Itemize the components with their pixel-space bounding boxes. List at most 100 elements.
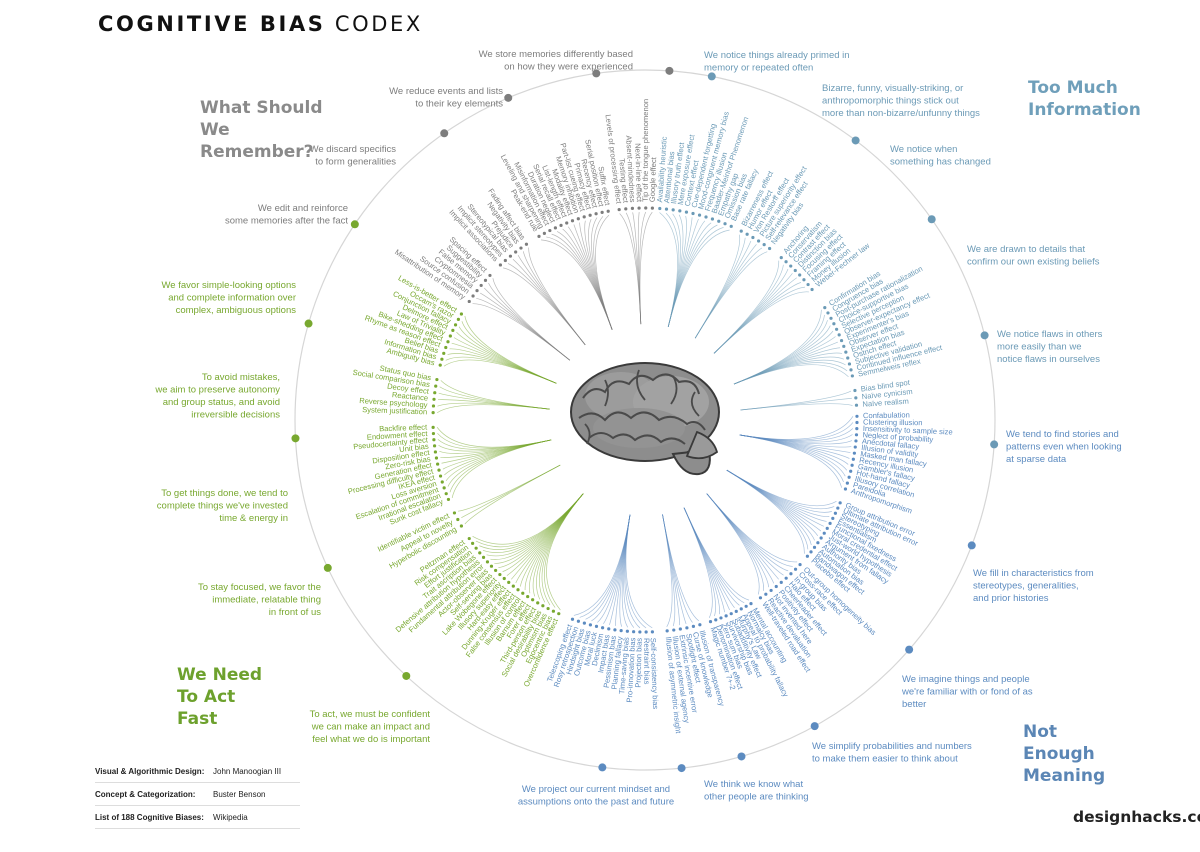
title-bold: COGNITIVE BIAS bbox=[98, 12, 326, 36]
bias-label: Tip of the tongue phenomenon bbox=[641, 99, 650, 202]
group-dot bbox=[440, 129, 449, 138]
credit-row: Concept & Categorization:Buster Benson bbox=[95, 783, 300, 806]
group-label-line: complex, ambiguous options bbox=[176, 305, 297, 316]
group-dot bbox=[323, 563, 332, 572]
group-dot bbox=[677, 764, 686, 773]
bias-dot bbox=[531, 598, 535, 602]
bias-dot bbox=[714, 618, 718, 622]
group-label-line: better bbox=[902, 699, 926, 710]
bias-dot bbox=[684, 210, 689, 214]
bias-dot bbox=[691, 624, 696, 628]
bias-label: Backfire effect bbox=[379, 423, 428, 434]
bias-dot bbox=[619, 629, 623, 633]
bias-dot bbox=[440, 357, 444, 361]
credit-key: Visual & Algorithmic Design: bbox=[95, 766, 205, 776]
bias-dot bbox=[519, 246, 523, 250]
bias-dot bbox=[758, 596, 763, 600]
group-dot bbox=[350, 220, 359, 229]
branch-line bbox=[464, 464, 561, 525]
branch-line bbox=[706, 493, 760, 595]
bias-dot bbox=[489, 564, 494, 568]
bias-dot bbox=[559, 223, 563, 227]
group-label-line: To get things done, we tend to bbox=[161, 488, 288, 499]
group-label-line: To stay focused, we favor the bbox=[198, 582, 321, 593]
bias-dot bbox=[637, 206, 641, 210]
branch-line bbox=[440, 380, 550, 410]
credit-value: Buster Benson bbox=[213, 789, 266, 799]
bias-dot bbox=[456, 517, 460, 522]
branch-line bbox=[532, 493, 584, 597]
bias-dot bbox=[502, 576, 506, 581]
group-label-line: We project our current mindset and bbox=[522, 784, 670, 795]
group-label-line: We store memories differently based bbox=[479, 49, 633, 60]
bias-dot bbox=[542, 231, 546, 235]
bias-dot bbox=[762, 243, 766, 247]
bias-dot bbox=[588, 623, 593, 627]
bias-dot bbox=[855, 420, 859, 425]
bias-label: Projection bias bbox=[634, 638, 644, 688]
group-dot bbox=[905, 645, 914, 654]
bias-dot bbox=[739, 229, 743, 233]
group-label-line: To avoid mistakes, bbox=[202, 372, 280, 383]
bias-dot bbox=[779, 255, 783, 260]
group-label-line: in front of us bbox=[269, 607, 322, 618]
branch-line bbox=[447, 353, 557, 384]
group-label-line: anthropomorphic things stick out bbox=[822, 96, 959, 107]
bias-dot bbox=[474, 546, 478, 550]
group-label-line: we can make an impact and bbox=[311, 722, 430, 733]
group-label-line: Bizarre, funny, visually-striking, or bbox=[822, 83, 963, 94]
bias-dot bbox=[854, 439, 858, 443]
group-dot bbox=[980, 331, 989, 340]
bias-dot bbox=[828, 521, 832, 525]
branch-line bbox=[694, 234, 741, 339]
bias-dot bbox=[708, 620, 713, 624]
bias-dot bbox=[478, 551, 482, 555]
bias-dot bbox=[678, 627, 682, 631]
bias-dot bbox=[446, 340, 450, 344]
bias-dot bbox=[664, 207, 669, 211]
bias-dot bbox=[434, 456, 439, 460]
bias-dot bbox=[617, 207, 621, 212]
bias-dot bbox=[494, 568, 498, 573]
group-label-line: We simplify probabilities and numbers bbox=[812, 741, 972, 752]
bias-dot bbox=[845, 481, 849, 485]
bias-dot bbox=[698, 623, 702, 627]
bias-dot bbox=[431, 404, 436, 408]
bias-dot bbox=[751, 235, 755, 240]
group-label: Bizarre, funny, visually-striking, or ant… bbox=[822, 83, 980, 119]
group-label-line: and group status, and avoid bbox=[163, 397, 280, 408]
bias-dot bbox=[526, 594, 530, 599]
branch-line bbox=[544, 493, 584, 608]
bias-dot bbox=[769, 588, 773, 593]
bias-dot bbox=[697, 213, 702, 217]
bias-label: Restraint bias bbox=[642, 638, 651, 685]
bias-dot bbox=[710, 217, 715, 221]
bias-dot bbox=[855, 414, 859, 418]
bias-dot bbox=[729, 612, 733, 616]
bias-dot bbox=[847, 362, 852, 366]
bias-dot bbox=[576, 217, 580, 221]
group-dot bbox=[810, 722, 819, 731]
group-dot bbox=[990, 440, 999, 449]
bias-dot bbox=[576, 619, 581, 623]
bias-dot bbox=[453, 323, 458, 327]
bias-dot bbox=[779, 580, 783, 585]
bias-dot bbox=[444, 345, 448, 350]
bias-dot bbox=[853, 445, 857, 449]
branch-line bbox=[739, 434, 843, 488]
branch-line bbox=[726, 469, 835, 510]
bias-dot bbox=[553, 226, 558, 230]
bias-label: Confabulation bbox=[863, 410, 910, 420]
branch-line bbox=[662, 514, 673, 628]
bias-dot bbox=[488, 273, 492, 278]
branch-line bbox=[437, 402, 550, 410]
group-dot bbox=[707, 72, 716, 81]
bias-dot bbox=[822, 531, 826, 535]
branch-line bbox=[726, 469, 837, 507]
bias-dot bbox=[843, 487, 848, 491]
branch-line bbox=[667, 227, 724, 327]
